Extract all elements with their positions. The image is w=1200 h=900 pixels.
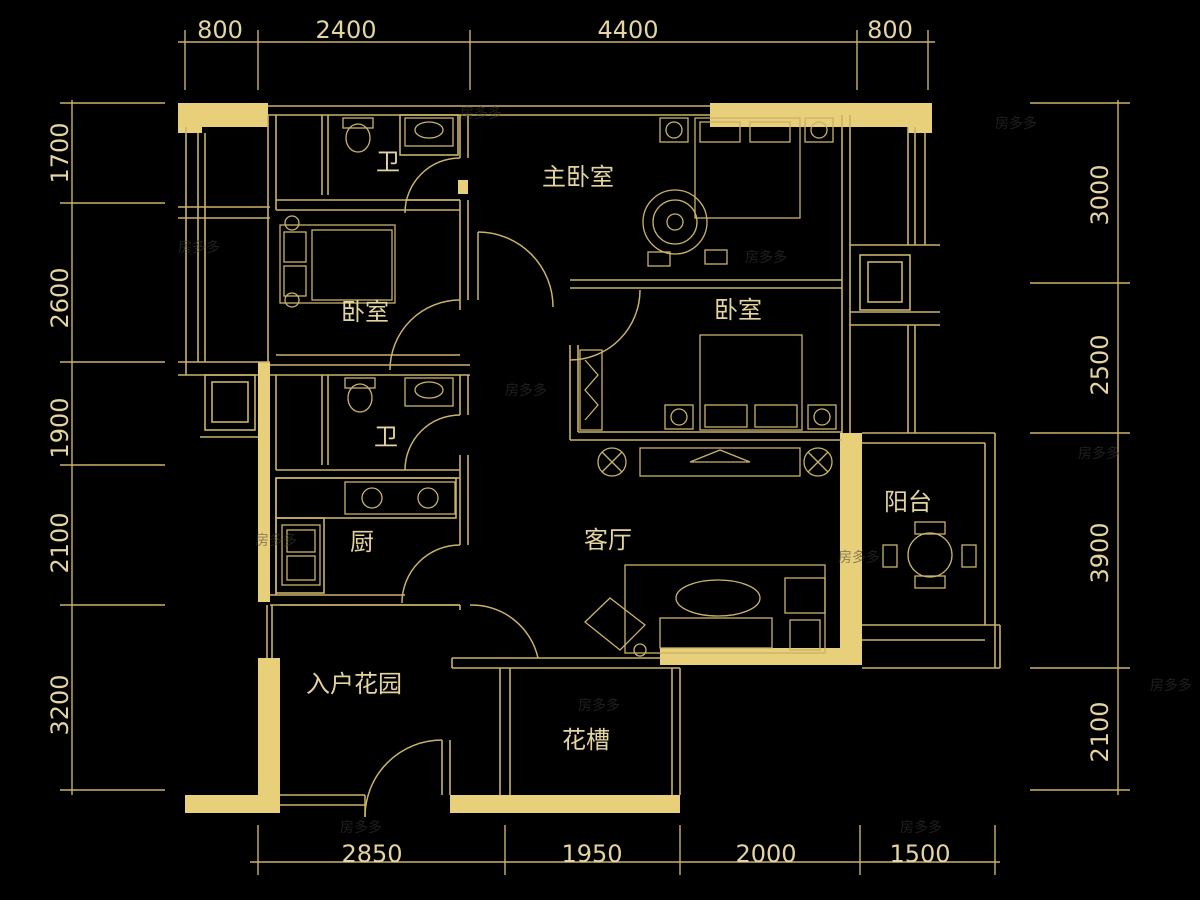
partition-walls (178, 105, 1001, 806)
dim-left-1: 1700 (46, 122, 74, 183)
dining-set-icon (882, 521, 977, 589)
dim-top-1: 800 (197, 16, 243, 44)
fangdd-logo-icon: 房多多 (255, 532, 297, 549)
round-table-icon (642, 189, 728, 267)
watermark-text: 房多多 (340, 819, 382, 836)
room-bathroom-top: 卫 (376, 148, 400, 176)
room-labels: 主卧室 卧室 卧室 卫 卫 厨 客厅 阳台 入户花园 花槽 (306, 148, 932, 754)
door-master (477, 231, 554, 308)
dim-right-3: 3900 (1086, 522, 1114, 583)
watermark-text: 房多多 (995, 115, 1037, 132)
tv-cabinet-icon (597, 447, 833, 477)
dim-bottom-2: 1950 (561, 840, 622, 868)
furniture (279, 117, 977, 657)
door-bedroom-left (389, 299, 461, 371)
room-balcony: 阳台 (884, 488, 932, 516)
door-living (469, 604, 539, 659)
room-living-room: 客厅 (584, 526, 632, 554)
dim-left-2: 2600 (46, 267, 74, 328)
watermark-text: 房多多 (255, 532, 297, 549)
room-bathroom-mid: 卫 (374, 423, 398, 451)
wardrobe-icon (579, 349, 603, 431)
watermark-text: 房多多 (505, 382, 547, 399)
bed-icon (279, 215, 396, 308)
door-kitchen (401, 544, 461, 604)
watermark-text: 房多多 (838, 549, 880, 566)
dimension-labels: 800 2400 4400 800 2850 1950 2000 1500 17… (46, 16, 1114, 868)
room-bedroom-left: 卧室 (341, 298, 389, 326)
toilet-icon (342, 117, 374, 153)
dim-left-5: 3200 (46, 674, 74, 735)
kitchen-sink-icon (281, 524, 321, 586)
watermarks: 房多多 房多多 房多多 房多多 房多多 房多多 房多多 房多多 房多多 房多多 (178, 105, 1192, 836)
dim-top-3: 4400 (597, 16, 658, 44)
stove-icon (344, 481, 456, 515)
structural-walls (178, 103, 932, 813)
room-master-bedroom: 主卧室 (542, 163, 614, 191)
fangdd-logo-icon: 房多多 (505, 382, 547, 399)
room-bedroom-right: 卧室 (714, 296, 762, 324)
dim-top-2: 2400 (315, 16, 376, 44)
fangdd-logo-icon: 房多多 (340, 819, 382, 836)
dim-left-3: 1900 (46, 397, 74, 458)
fangdd-logo-icon: 房多多 (745, 249, 787, 266)
watermark-text: 房多多 (745, 249, 787, 266)
fangdd-logo-icon: 房多多 (838, 549, 880, 566)
dim-right-2: 2500 (1086, 334, 1114, 395)
fangdd-logo-icon: 房多多 (900, 819, 942, 836)
door-entry (364, 739, 443, 818)
dim-left-4: 2100 (46, 512, 74, 573)
fangdd-logo-icon: 房多多 (995, 115, 1037, 132)
sink-icon (404, 377, 454, 407)
fangdd-logo-icon: 房多多 (178, 239, 220, 256)
dim-right-4: 2100 (1086, 701, 1114, 762)
watermark-text: 房多多 (578, 697, 620, 714)
bed-icon (659, 117, 834, 219)
dim-bottom-3: 2000 (735, 840, 796, 868)
dim-top-4: 800 (867, 16, 913, 44)
toilet-icon (344, 377, 376, 413)
room-entry-garden: 入户花园 (306, 670, 402, 698)
watermark-text: 房多多 (1078, 445, 1120, 462)
sofa-icon (584, 564, 826, 657)
door-swings (364, 157, 641, 818)
watermark-text: 房多多 (178, 239, 220, 256)
watermark-text: 房多多 (460, 105, 502, 122)
fangdd-logo-icon: 房多多 (1150, 677, 1192, 694)
door-bath-mid (404, 414, 461, 471)
dim-right-1: 3000 (1086, 164, 1114, 225)
dim-bottom-1: 2850 (341, 840, 402, 868)
door-bath-top (404, 157, 461, 214)
fangdd-logo-icon: 房多多 (578, 697, 620, 714)
bed-icon (664, 334, 837, 431)
fangdd-logo-icon: 房多多 (460, 105, 502, 122)
dim-bottom-4: 1500 (889, 840, 950, 868)
door-bedroom-right (569, 289, 641, 361)
watermark-text: 房多多 (1150, 677, 1192, 694)
sink-icon (404, 117, 454, 147)
watermark-text: 房多多 (900, 819, 942, 836)
dimension-lines (60, 30, 1130, 875)
fangdd-logo-icon: 房多多 (1078, 445, 1120, 462)
room-kitchen: 厨 (350, 528, 374, 556)
room-planter: 花槽 (562, 726, 610, 754)
